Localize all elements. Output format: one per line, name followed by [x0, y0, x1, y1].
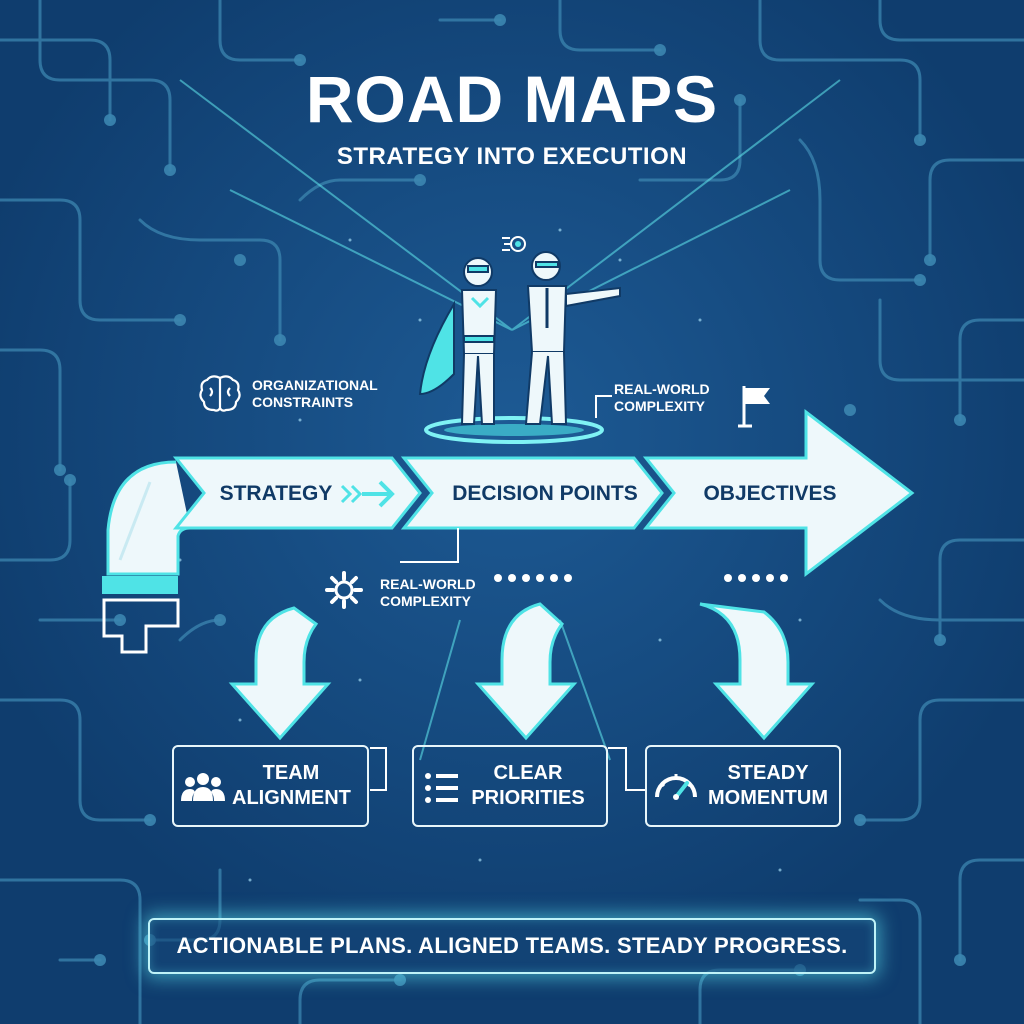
outcome-clear-priorities: CLEAR PRIORITIES: [412, 745, 608, 827]
outcome-line1: STEADY: [727, 762, 809, 784]
stage-label-objectives: OBJECTIVES: [703, 482, 837, 505]
outcome-line1: CLEAR: [493, 762, 563, 784]
page-title: ROAD MAPS: [305, 62, 719, 136]
list-icon: [425, 773, 458, 803]
note-real-world-complexity-top: REAL-WORLD COMPLEXITY: [614, 381, 710, 414]
double-arrow-icon: [340, 480, 395, 508]
superhero-figure: [418, 257, 498, 425]
outcome-line1: TEAM: [262, 762, 320, 784]
team-icon: [181, 773, 225, 801]
brain-icon: [199, 375, 241, 412]
tagline-banner: [148, 918, 876, 974]
flying-target-icon: [502, 236, 526, 252]
outcome-team-alignment: TEAM ALIGNMENT: [172, 745, 369, 827]
hero-illustration: [418, 251, 621, 444]
stage-label-strategy: STRATEGY: [219, 482, 333, 505]
outcome-line2: MOMENTUM: [708, 787, 828, 809]
outcome-line2: PRIORITIES: [471, 787, 585, 809]
tagline-text: ACTIONABLE PLANS. ALIGNED TEAMS. STEADY …: [176, 933, 848, 958]
gear-icon: [325, 571, 363, 609]
stage-label-decision-points: DECISION POINTS: [452, 482, 638, 505]
page-subtitle: STRATEGY INTO EXECUTION: [336, 143, 688, 170]
flag-icon: [738, 386, 770, 428]
outcome-line2: ALIGNMENT: [232, 787, 351, 809]
note-organizational-constraints: ORGANIZATIONAL CONSTRAINTS: [252, 377, 378, 410]
gauge-icon: [655, 774, 697, 800]
note-real-world-complexity-bottom: REAL-WORLD COMPLEXITY: [380, 576, 476, 609]
businessman-figure: [524, 251, 621, 425]
outcome-steady-momentum: STEADY MOMENTUM: [645, 745, 841, 827]
